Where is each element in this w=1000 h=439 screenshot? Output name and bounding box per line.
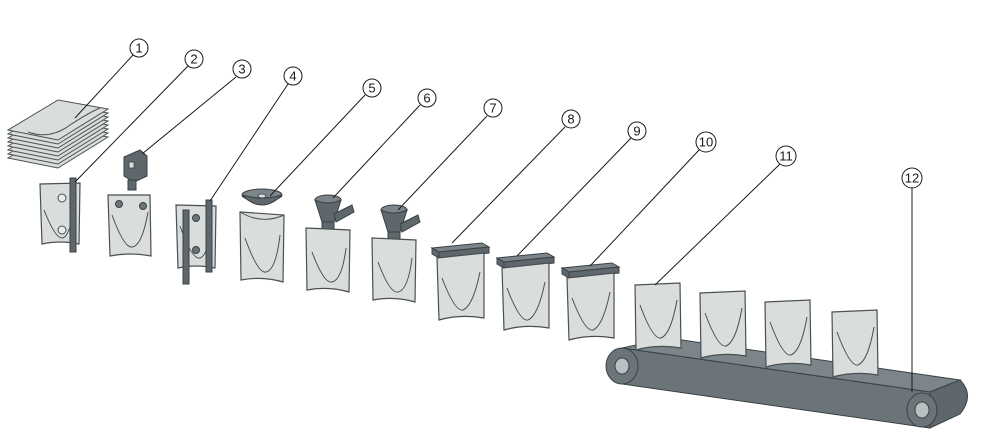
sealing-bar-10 [560,262,621,279]
dosing-plate [241,188,283,206]
callout-4: 4 [283,66,303,86]
callout-3: 3 [232,59,252,79]
pouch-stack [6,99,110,169]
callout-11: 11 [775,145,797,167]
filling-funnel-2 [380,204,421,245]
sealing-bar-8 [430,242,491,259]
pouch-station-3 [107,194,152,257]
callout-9: 9 [627,121,647,141]
finished-pouch-2 [699,290,747,359]
callout-label: 7 [489,101,496,116]
pouch-station-6 [305,227,351,293]
pouch-station-7 [371,237,417,303]
finished-pouch-3 [764,299,812,368]
callout-10: 10 [695,131,717,153]
callout-label: 1 [135,41,142,56]
opener-device [123,149,148,191]
pouch-station-10 [566,272,615,341]
callout-label: 12 [905,171,919,186]
pouch-station-5 [239,211,285,283]
leader-lines [74,54,913,392]
pouch-station-9 [501,262,550,331]
callout-7: 7 [483,98,503,118]
callout-label: 5 [368,81,375,96]
callout-label: 6 [423,91,430,106]
finished-pouches [634,282,879,378]
callout-1: 1 [129,38,149,58]
callout-label: 11 [779,149,793,164]
pouch-station-4 [175,199,217,285]
finished-pouch-1 [634,282,682,351]
pouch-station-2 [39,177,81,253]
callout-2: 2 [184,49,204,69]
finished-pouch-4 [831,309,879,378]
callout-5: 5 [362,78,382,98]
callout-label: 3 [238,62,245,77]
sealing-bar-9 [495,252,556,269]
callout-label: 2 [190,52,197,67]
callout-12: 12 [901,167,923,189]
callout-6: 6 [417,88,437,108]
callout-label: 4 [289,69,296,84]
callout-label: 9 [633,124,640,139]
callout-label: 10 [699,135,713,150]
callout-8: 8 [561,109,581,129]
pouch-station-8 [436,252,485,321]
callout-label: 8 [567,112,574,127]
